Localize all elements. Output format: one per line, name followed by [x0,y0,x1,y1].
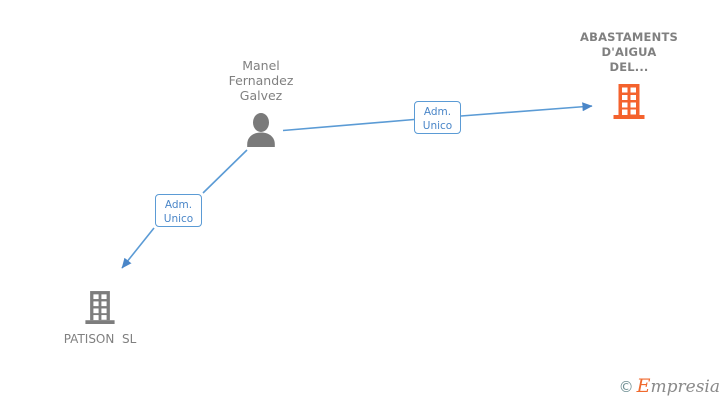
watermark: © Empresia [618,375,721,397]
building-icon [85,291,115,324]
edge-label-adm-unico-subsidiary[interactable]: Adm. Unico [155,194,202,227]
node-subsidiary[interactable]: PATISON SL [36,282,164,346]
node-person[interactable]: Manel Fernandez Galvez [196,58,326,147]
edge-person-to-subsidiary [121,149,248,269]
copyright-icon: © [618,377,634,396]
edge-label-adm-unico-company[interactable]: Adm. Unico [414,101,461,134]
person-icon [247,113,275,147]
node-company[interactable]: ABASTAMENTS D'AIGUA DEL... [562,30,696,121]
person-icon-wrap [196,111,326,147]
edge-person-to-company [282,102,593,132]
brand-rest: mpresia [650,377,721,397]
brand-wordmark: Empresia [636,375,721,397]
company-icon-wrap [562,83,696,121]
subsidiary-icon-wrap [36,290,164,326]
brand-initial: E [636,375,651,397]
building-icon [613,84,645,119]
node-subsidiary-label: PATISON SL [63,332,137,346]
node-company-label: ABASTAMENTS D'AIGUA DEL... [580,30,678,74]
node-person-label: Manel Fernandez Galvez [228,58,294,103]
